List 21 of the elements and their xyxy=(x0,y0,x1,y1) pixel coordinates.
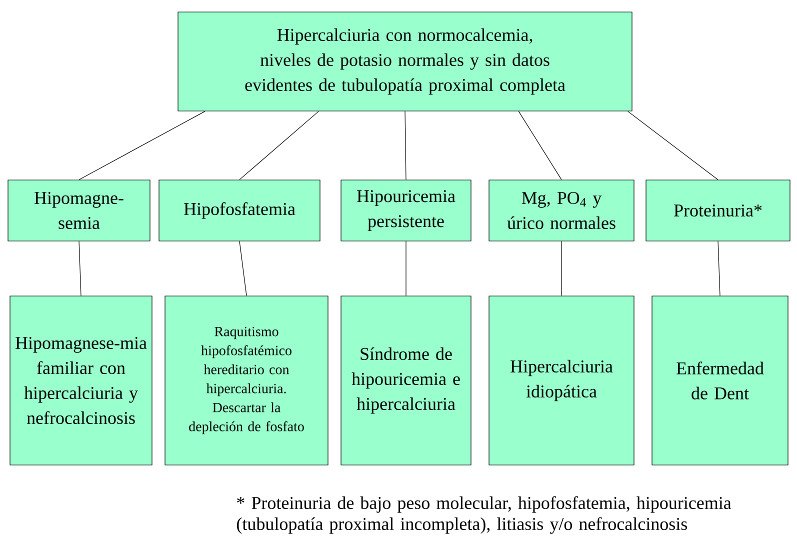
connector-line xyxy=(78,241,82,296)
connector-line xyxy=(718,241,720,296)
connector-line xyxy=(627,111,718,180)
connector-line xyxy=(239,111,319,180)
connector-line xyxy=(78,111,206,180)
finding-box: Proteinuria* xyxy=(646,180,790,242)
diagnosis-box: Raquitismo hipofosfatémico hereditario con hipercalciuria. Descartar la depleción de fosfato xyxy=(164,296,328,466)
footnote: * Proteinuria de bajo peso molecular, hipofosfatemia, hipouricemia (tubulopatía proximal incompleta), litiasis y/o nefrocalcinosis xyxy=(237,496,732,534)
finding-box: Hipomagne-semia xyxy=(8,180,150,242)
finding-box: Hipouricemia persistente xyxy=(340,180,472,242)
connector-line xyxy=(518,111,562,180)
diagnosis-box: Síndrome de hipouricemia e hipercalciuria xyxy=(340,296,472,466)
diagnosis-box: Hipomagnese-mia familiar con hipercalciuria y nefrocalcinosis xyxy=(10,296,152,466)
connector-line xyxy=(404,111,406,180)
diagnosis-box: Hipercalciuria idiopática xyxy=(488,296,634,466)
diagnosis-box: Enfermedad de Dent xyxy=(652,296,788,466)
connector-line xyxy=(239,241,247,296)
connector-line xyxy=(561,241,562,296)
condition-box: Hipercalciuria con normocalcemia, niveles de potasio normales y sin datos evidentes de tubulopatía proximal completa xyxy=(178,12,632,112)
finding-box: Mg, PO$_{4}$ y úrico normales xyxy=(488,180,634,242)
finding-box: Hipofosfatemia xyxy=(158,180,320,242)
